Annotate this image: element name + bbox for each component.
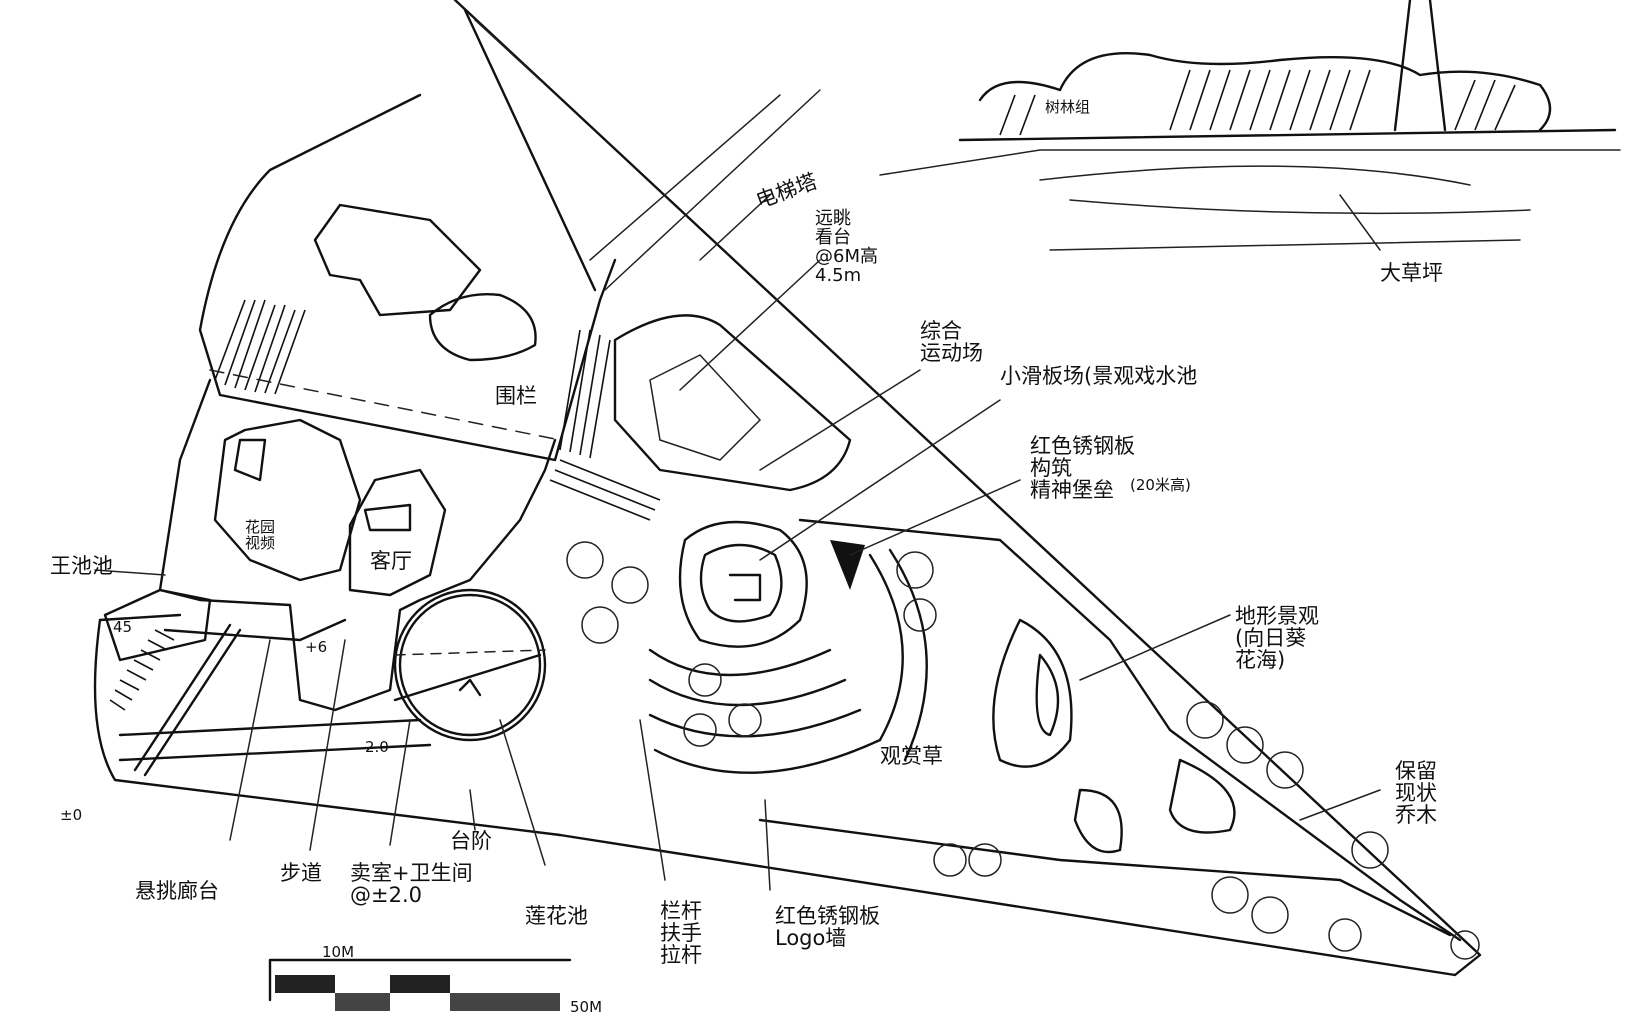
elevation-sketch — [879, 0, 1621, 251]
label-spirit-fortress: 红色锈钢板 构筑 精神堡垒 — [1030, 434, 1135, 503]
label-cantilever: 悬挑廊台 — [135, 879, 219, 903]
upper-parcel — [198, 89, 821, 462]
elevation-hatch — [999, 69, 1516, 136]
label-plus6: +6 — [305, 638, 328, 656]
amphitheatre — [648, 548, 928, 774]
label-grove: 树林组 — [1045, 98, 1091, 116]
label-pond: 王池池 — [50, 554, 113, 578]
label-logo-wall: 红色锈钢板 Logo墙 — [775, 904, 880, 951]
label-sports-field: 综合 运动场 — [920, 319, 983, 366]
label-path: 步道 — [280, 861, 322, 885]
upper-hatch — [214, 299, 306, 395]
ramp-hatch — [109, 629, 175, 711]
tree-circles — [566, 541, 1480, 960]
label-view-deck-text: 远眺 看台 @6M高 4.5m — [815, 208, 878, 286]
label-toilet: 卖室+卫生间 @±2.0 — [350, 861, 473, 908]
label-stair: 台阶 — [450, 829, 492, 853]
spirit-fortress — [830, 540, 865, 590]
label-garden: 花园 视频 — [245, 518, 276, 552]
label-terrain: 地形景观 (向日葵 花海) — [1235, 604, 1319, 673]
label-rail: 栏杆 扶手 拉杆 — [660, 899, 702, 968]
sports-field — [613, 314, 852, 648]
stair-hatch — [549, 329, 661, 521]
label-big-lawn: 大草坪 — [1380, 261, 1443, 285]
label-enclosure: 围栏 — [495, 384, 537, 408]
label-view-deck: 远眺 看台 @6M高 4.5m — [815, 208, 878, 286]
label-scale-10m: 10M — [322, 943, 355, 961]
fence-line — [209, 369, 561, 441]
label-lotus: 莲花池 — [525, 904, 588, 928]
label-height-note: (20米高) — [1130, 476, 1191, 494]
label-zero: ±0 — [60, 806, 83, 824]
label-small-skate: 小滑板场(景观戏水池 — [1000, 364, 1198, 388]
site-boundary — [93, 0, 1482, 977]
label-amphi: 观赏草 — [880, 744, 943, 768]
scale-bar — [268, 958, 572, 1011]
label-trees: 保留 现状 乔木 — [1395, 759, 1437, 828]
label-scale-50m: 50M — [570, 998, 603, 1016]
leader-lines — [94, 194, 1381, 891]
terrain-landform — [758, 518, 1462, 942]
circular-plaza — [393, 588, 547, 742]
label-living: 客厅 — [370, 549, 412, 573]
label-plus2: 2.0 — [365, 738, 389, 756]
label-slope: 45 — [113, 618, 133, 636]
ramps — [118, 618, 432, 777]
main-building — [103, 378, 557, 712]
